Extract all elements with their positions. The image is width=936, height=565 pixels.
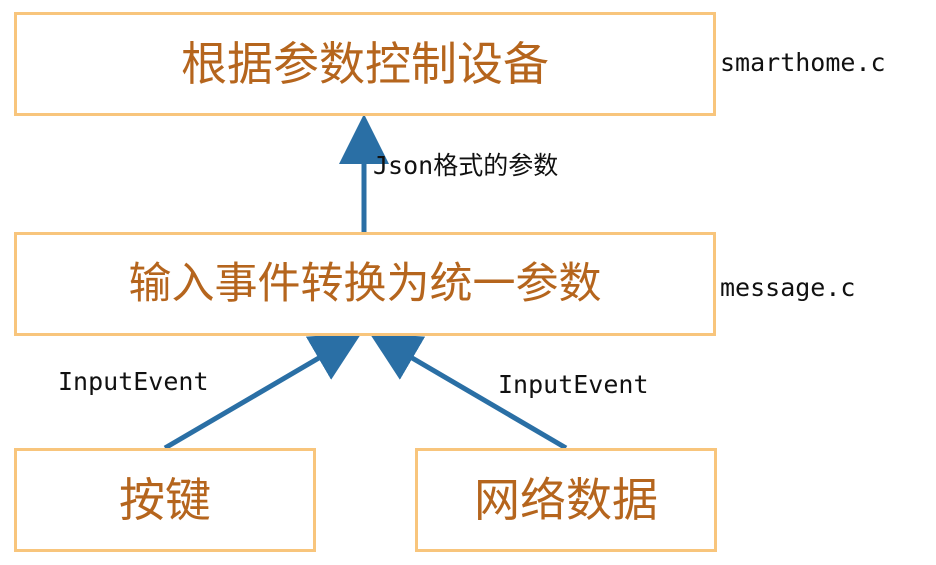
network-data-box: 网络数据 xyxy=(415,448,717,552)
smarthome-file-label: smarthome.c xyxy=(720,48,886,77)
arrow-keys-to-convert xyxy=(163,332,362,451)
convert-input-box: 输入事件转换为统一参数 xyxy=(14,232,716,336)
arrow-network-to-convert xyxy=(369,332,568,451)
message-file-label: message.c xyxy=(720,273,856,302)
json-params-label: Json格式的参数 xyxy=(373,151,559,180)
input-event-right-label: InputEvent xyxy=(498,370,649,399)
control-device-box: 根据参数控制设备 xyxy=(14,12,716,116)
input-event-left-label: InputEvent xyxy=(58,367,209,396)
keys-box: 按键 xyxy=(14,448,316,552)
